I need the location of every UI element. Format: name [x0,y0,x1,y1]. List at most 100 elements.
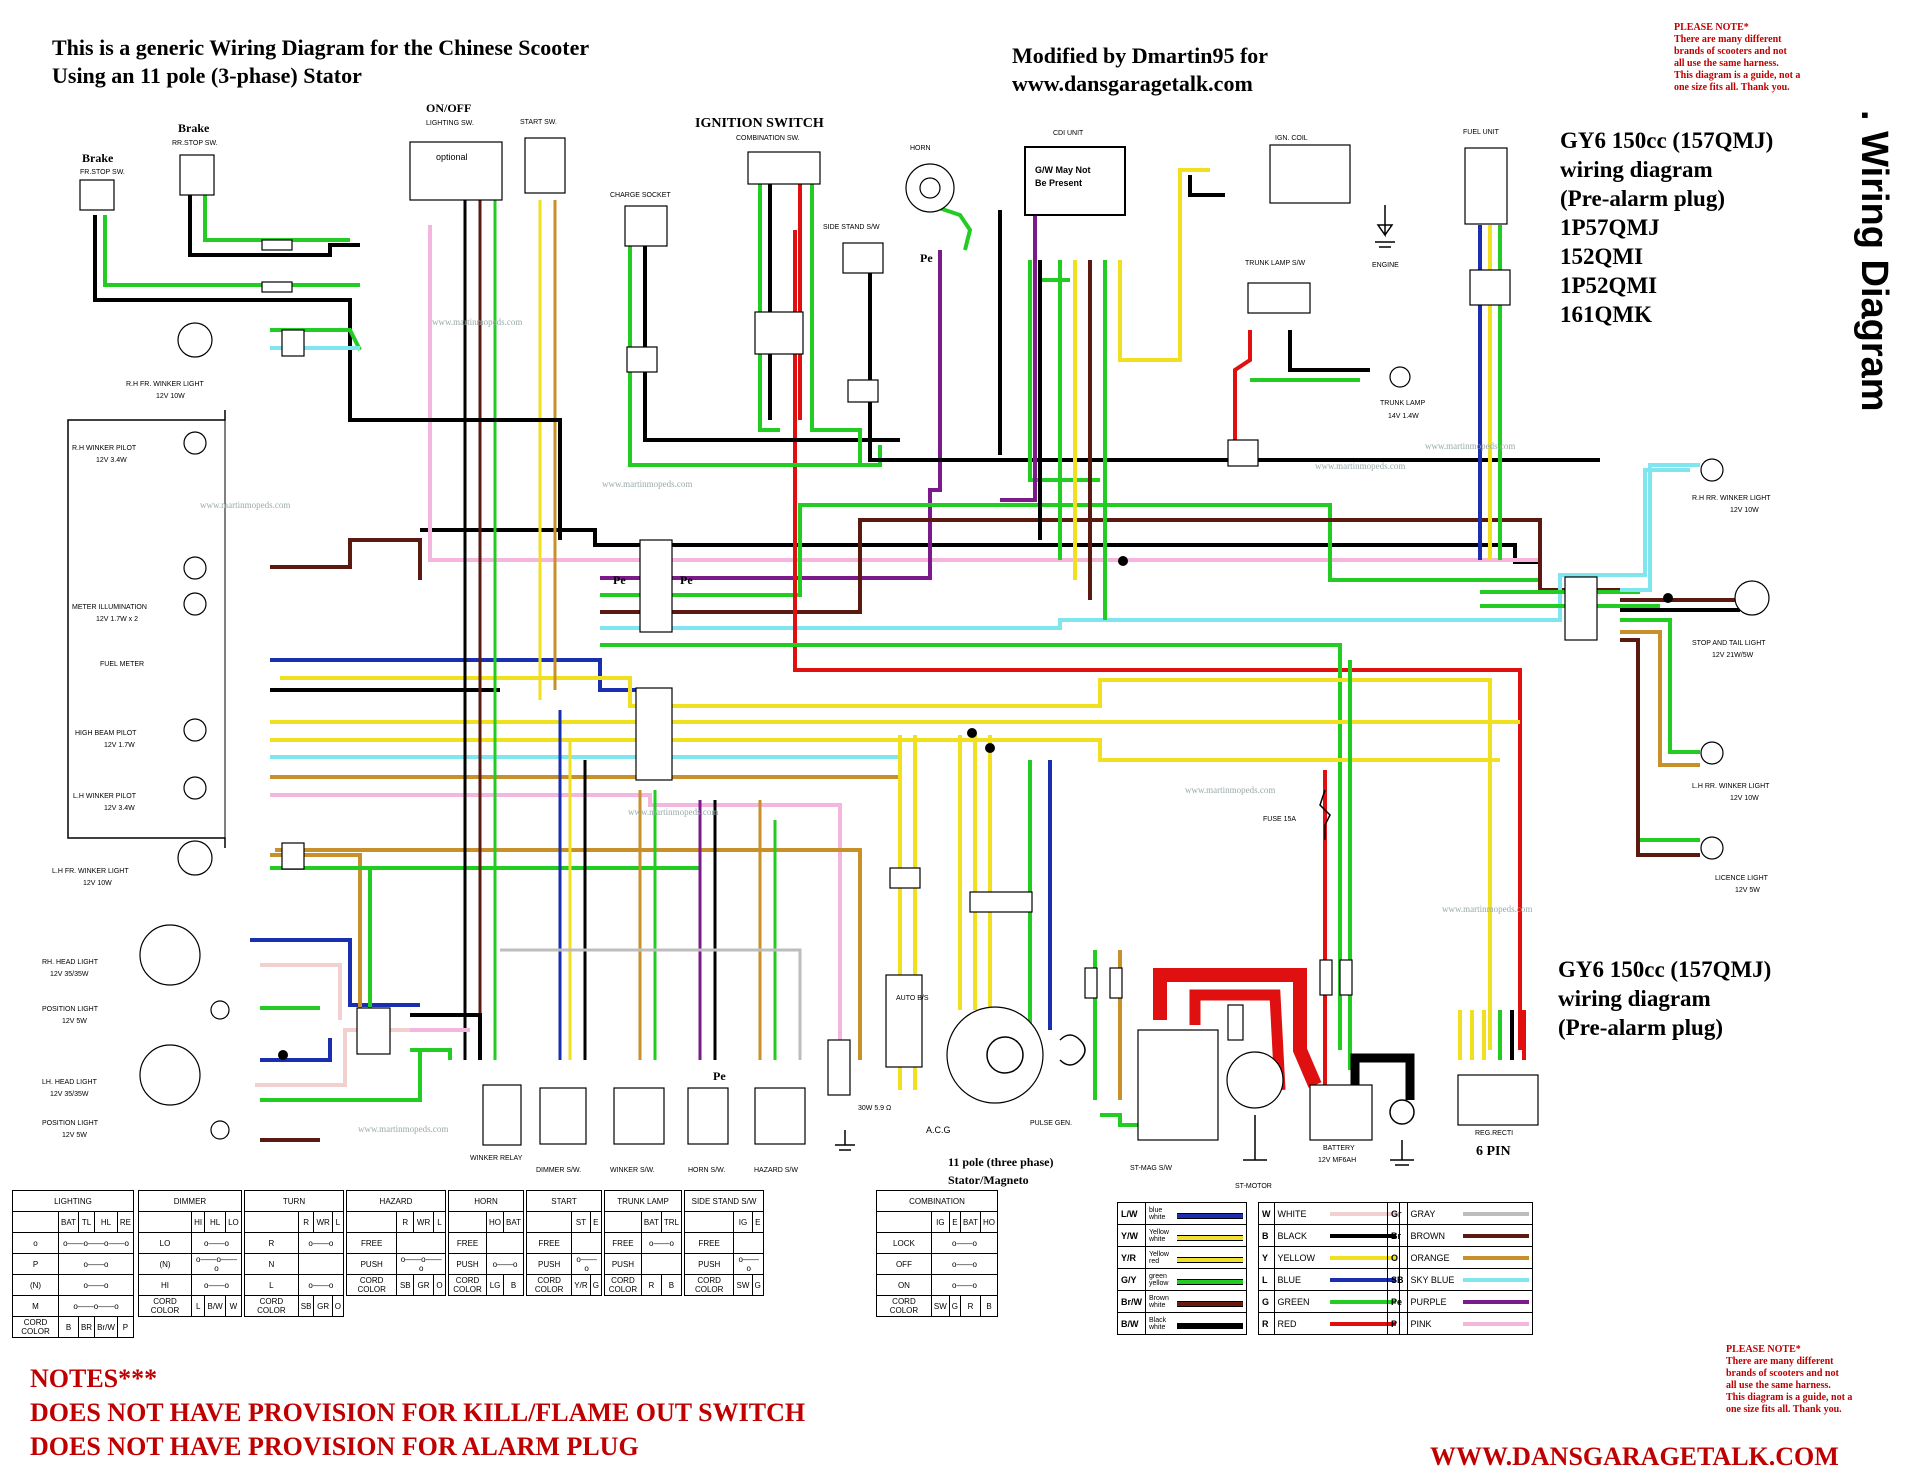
legend-swatch [1177,1323,1243,1330]
svg-text:Pe: Pe [680,573,693,587]
svg-text:12V 5W: 12V 5W [1735,887,1760,894]
svg-text:SIDE STAND S/W: SIDE STAND S/W [823,224,880,231]
lh-position-bulb [210,1120,230,1140]
meter-illum-bulb-2 [183,592,207,616]
svg-text:12V 35/35W: 12V 35/35W [50,1091,89,1098]
main-harness [270,225,1690,1050]
starter-motor [1226,1051,1284,1109]
svg-text:www.martinmopeds.com: www.martinmopeds.com [1315,461,1405,471]
svg-text:12V 3.4W: 12V 3.4W [96,457,127,464]
svg-text:R.H RR. WINKER LIGHT: R.H RR. WINKER LIGHT [1692,495,1771,502]
svg-text:HORN: HORN [910,145,931,152]
legend-swatch [1177,1235,1243,1242]
svg-text:www.martinmopeds.com: www.martinmopeds.com [358,1124,448,1134]
svg-text:www.martinmopeds.com: www.martinmopeds.com [628,807,718,817]
svg-text:LICENCE LIGHT: LICENCE LIGHT [1715,875,1769,882]
lh-head-bulb [139,1044,201,1106]
svg-text:CDI UNIT: CDI UNIT [1053,130,1084,137]
battery [1309,1084,1373,1141]
svg-text:BATTERY: BATTERY [1323,1145,1355,1152]
rh-fr-winker-bulb [177,322,213,358]
meter-illum-bulb-1 [183,556,207,580]
fr-stop-switch [79,179,115,211]
trunk-lamp-switch [1247,282,1311,314]
svg-text:METER ILLUMINATION: METER ILLUMINATION [72,604,147,611]
hazard-switch [754,1087,806,1145]
svg-text:12V 1.7W x 2: 12V 1.7W x 2 [96,616,138,623]
svg-text:11 pole (three phase): 11 pole (three phase) [948,1155,1053,1169]
rear-connector [1564,576,1598,641]
rh-winker-pilot-bulb [183,431,207,455]
svg-text:LH. HEAD LIGHT: LH. HEAD LIGHT [42,1079,98,1086]
svg-text:12V 10W: 12V 10W [1730,795,1759,802]
svg-text:12V 3.4W: 12V 3.4W [104,805,135,812]
wire-skyblue-main [600,468,1690,630]
cdi-unit [1024,146,1126,216]
svg-text:PULSE GEN.: PULSE GEN. [1030,1120,1072,1127]
svg-text:12V 10W: 12V 10W [83,880,112,887]
licence-bulb [1700,836,1724,860]
svg-text:12V 21W/5W: 12V 21W/5W [1712,652,1754,659]
wire-brown-main [270,538,422,580]
wire-red-main [793,230,1522,1050]
legend-swatch [1177,1257,1243,1264]
ignition-switch-label: IGNITION SWITCH [695,116,824,131]
ign-coil [1269,144,1351,204]
svg-text:G/W May Not: G/W May Not [1035,165,1091,175]
rh-position-bulb [210,1000,230,1020]
svg-text:HAZARD S/W: HAZARD S/W [754,1167,798,1174]
fuel-unit [1464,147,1508,225]
battery-cable-black [1350,1053,1415,1100]
switch-drops [463,200,802,1060]
svg-text:Pe: Pe [613,573,626,587]
lh-rr-winker-bulb [1700,741,1724,765]
legend-swatch [1329,1234,1396,1239]
svg-text:L.H WINKER PILOT: L.H WINKER PILOT [73,793,137,800]
wire-purple-main [600,250,942,580]
mid-connector [635,687,673,781]
relay-connector [1227,439,1259,467]
boxes [79,137,1598,1146]
brake-left-label: Brake [82,151,114,165]
start-switch [524,137,566,194]
svg-text:ST-MOTOR: ST-MOTOR [1235,1183,1272,1190]
battery-cable-red [1153,968,1322,1088]
model-list: GY6 150cc (157QMJ) wiring diagram (Pre-a… [1560,128,1774,327]
high-beam-bulb [183,718,207,742]
svg-text:IGN. COIL: IGN. COIL [1275,135,1308,142]
svg-text:FR.STOP SW.: FR.STOP SW. [80,169,125,176]
rr-stop-switch [179,154,215,196]
svg-text:www.martinmopeds.com: www.martinmopeds.com [1425,441,1515,451]
please-note-bottom: PLEASE NOTE* There are many different br… [1726,1344,1853,1415]
bulbs [139,163,1770,1140]
meter-housing-outline [67,410,226,848]
svg-text:R.H WINKER PILOT: R.H WINKER PILOT [72,445,137,452]
winker-relay [482,1084,522,1146]
svg-text:Stator/Magneto: Stator/Magneto [948,1173,1029,1187]
svg-text:14V 1.4W: 14V 1.4W [1388,413,1419,420]
legend-swatch [1462,1212,1529,1217]
wire-pink-main [428,225,1540,562]
resistor [827,1039,851,1096]
svg-text:www.martinmopeds.com: www.martinmopeds.com [1442,904,1532,914]
svg-text:AUTO B/S: AUTO B/S [896,995,929,1002]
svg-text:12V MF6AH: 12V MF6AH [1318,1157,1356,1164]
legend-swatch [1462,1256,1529,1261]
reg-recti [1457,1074,1539,1126]
svg-text:START SW.: START SW. [520,119,557,126]
rh-rr-winker-bulb [1700,458,1724,482]
auto-bs [885,974,923,1068]
svg-text:ENGINE: ENGINE [1372,262,1399,269]
svg-text:COMBINATION SW.: COMBINATION SW. [736,135,800,142]
wire-gy-main [600,503,1540,597]
legend-swatch [1177,1301,1243,1308]
svg-text:RR.STOP SW.: RR.STOP SW. [172,140,218,147]
